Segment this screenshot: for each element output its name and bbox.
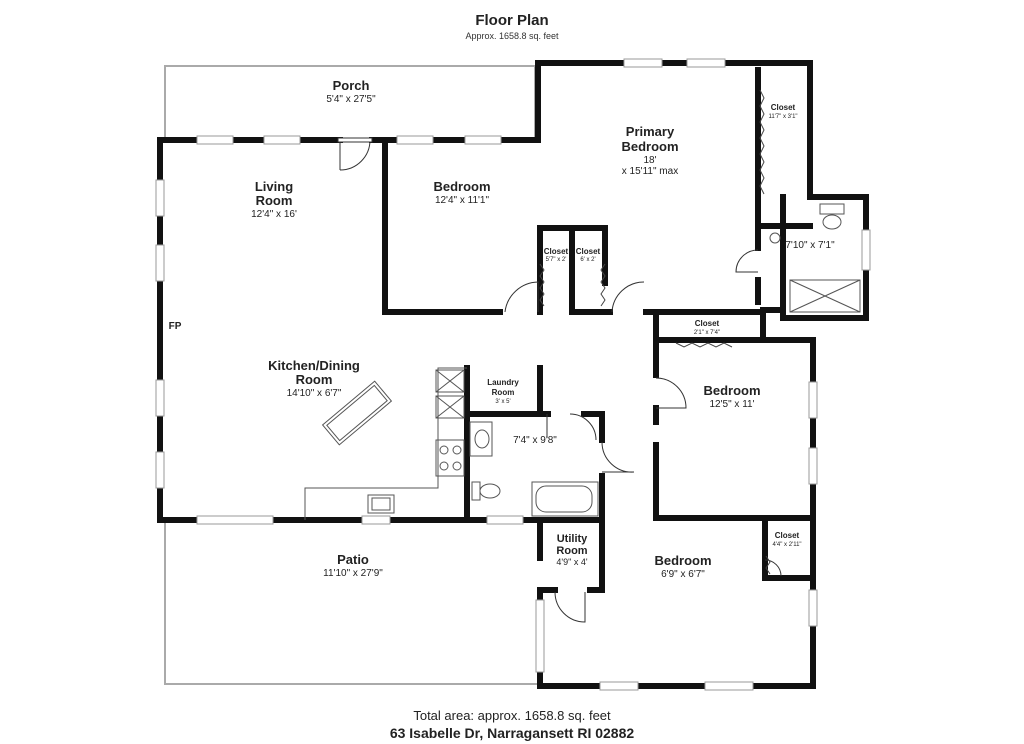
laundry-name-1: Laundry bbox=[487, 378, 519, 387]
living-room-name-1: Living bbox=[255, 179, 293, 194]
living-room-dims: 12'4" x 16' bbox=[251, 209, 297, 220]
utility-dims: 4'9" x 4' bbox=[556, 557, 587, 567]
porch-dims: 5'4" x 27'5" bbox=[326, 94, 376, 105]
closet-b-name: Closet bbox=[576, 247, 601, 256]
closet-b-dims: 6' x 2' bbox=[580, 257, 595, 263]
laundry-dims: 3' x 5' bbox=[495, 399, 510, 405]
primary-bedroom-dims-2: x 15'11" max bbox=[622, 166, 678, 177]
outdoor-outlines bbox=[164, 65, 540, 685]
small-closet-dims: 4'4" x 2'11" bbox=[772, 542, 801, 548]
walls bbox=[157, 60, 869, 689]
kitchen-dining-dims: 14'10" x 6'7" bbox=[287, 388, 342, 399]
room-labels: Porch 5'4" x 27'5" Primary Bedroom 18' x… bbox=[169, 78, 835, 580]
small-closet-name: Closet bbox=[775, 531, 800, 540]
patio-name: Patio bbox=[337, 552, 369, 567]
hall-closet-name: Closet bbox=[695, 319, 720, 328]
bedroom-right-name: Bedroom bbox=[703, 383, 760, 398]
bedroom-right-dims: 12'5" x 11' bbox=[710, 399, 755, 410]
living-room-name-2: Room bbox=[256, 193, 293, 208]
primary-bath-dims: 7'10" x 7'1" bbox=[785, 240, 835, 251]
bedroom-front-name: Bedroom bbox=[433, 179, 490, 194]
porch-name: Porch bbox=[333, 78, 370, 93]
closet-a-name: Closet bbox=[544, 247, 569, 256]
primary-closet-dims: 11'7" x 3'1" bbox=[768, 114, 797, 120]
primary-closet-name: Closet bbox=[771, 103, 796, 112]
fireplace-label: FP bbox=[169, 321, 182, 332]
utility-name-2: Room bbox=[556, 545, 587, 557]
doors bbox=[337, 137, 782, 623]
utility-name-1: Utility bbox=[557, 533, 588, 545]
total-area: Total area: approx. 1658.8 sq. feet bbox=[413, 708, 611, 723]
hall-closet-dims: 2'1" x 7'4" bbox=[694, 330, 720, 336]
plan-title: Floor Plan bbox=[475, 12, 549, 29]
kitchen-dining-name-1: Kitchen/Dining bbox=[268, 358, 360, 373]
kitchen-dining-name-2: Room bbox=[296, 372, 333, 387]
closet-doors bbox=[539, 89, 771, 575]
plan-subtitle: Approx. 1658.8 sq. feet bbox=[465, 31, 559, 41]
bedroom-small-name: Bedroom bbox=[654, 553, 711, 568]
primary-bedroom-dims-1: 18' bbox=[643, 155, 656, 166]
primary-bedroom-name-2: Bedroom bbox=[621, 139, 678, 154]
laundry-name-2: Room bbox=[492, 388, 515, 397]
windows bbox=[155, 58, 871, 691]
property-address: 63 Isabelle Dr, Narragansett RI 02882 bbox=[389, 725, 635, 741]
bedroom-front-dims: 12'4" x 11'1" bbox=[435, 195, 490, 206]
main-bath-dims: 7'4" x 9'8" bbox=[513, 435, 557, 446]
primary-bedroom-name-1: Primary bbox=[626, 124, 675, 139]
closet-a-dims: 5'7" x 2' bbox=[546, 257, 567, 263]
fixtures bbox=[304, 203, 861, 520]
bedroom-small-dims: 6'9" x 6'7" bbox=[661, 569, 705, 580]
patio-dims: 11'10" x 27'9" bbox=[323, 568, 383, 579]
